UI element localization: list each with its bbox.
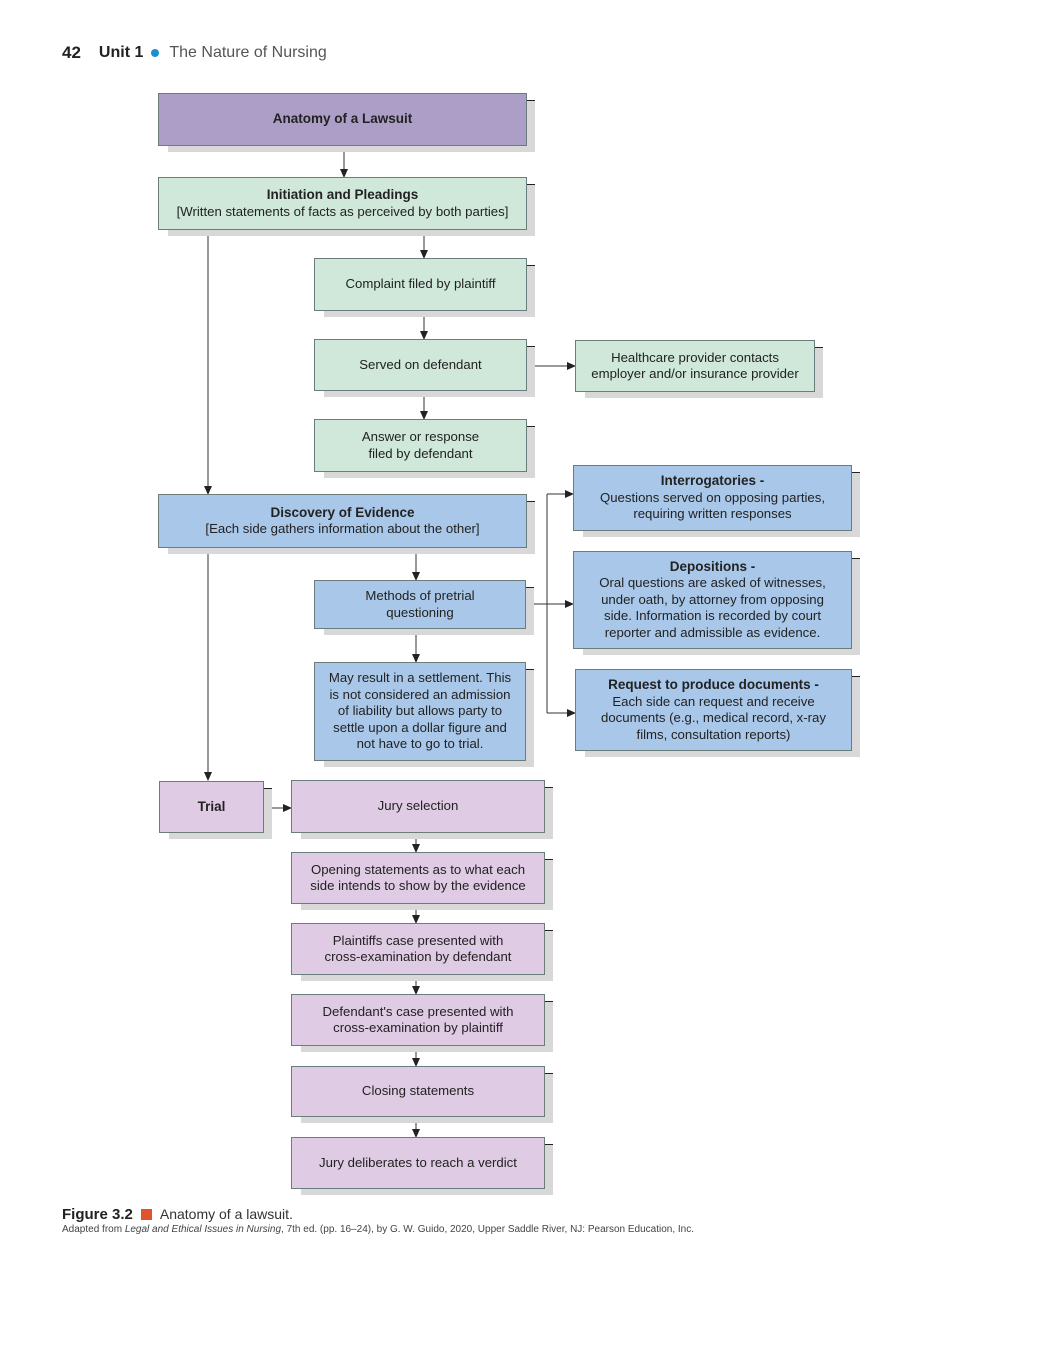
depositions-title: Depositions - xyxy=(669,558,756,574)
settlement-box: May result in a settlement. This is not … xyxy=(314,662,526,761)
verdict-text: Jury deliberates to reach a verdict xyxy=(319,1154,517,1170)
credit-book-title: Legal and Ethical Issues in Nursing xyxy=(124,1224,282,1235)
figure-caption: Figure 3.2 Anatomy of a lawsuit. xyxy=(62,1206,293,1223)
jury-selection-box: Jury selection xyxy=(291,780,545,833)
page-header: 42 Unit 1 The Nature of Nursing xyxy=(62,43,327,63)
credit-suffix: , 7th ed. (pp. 16–24), by G. W. Guido, 2… xyxy=(281,1224,695,1235)
jury-selection-text: Jury selection xyxy=(377,798,459,814)
page-number: 42 xyxy=(62,43,81,62)
answer-line-1: Answer or response xyxy=(361,429,480,444)
answer-line-2: filed by defendant xyxy=(368,445,473,461)
caption-square-icon xyxy=(140,1209,152,1220)
pleadings-subtitle: [Written statements of facts as perceive… xyxy=(176,203,509,219)
healthcare-line-1: Healthcare provider contacts xyxy=(611,349,779,365)
closing-statements-text: Closing statements xyxy=(361,1083,475,1099)
methods-box: Methods of pretrial questioning xyxy=(314,580,526,629)
documents-text: Each side can request and receive docume… xyxy=(600,693,826,742)
depositions-text: Oral questions are asked of witnesses, u… xyxy=(599,575,826,640)
discovery-box: Discovery of Evidence [Each side gathers… xyxy=(158,494,527,548)
opening-statements-text: Opening statements as to what each side … xyxy=(310,861,526,894)
interrogatories-text: Questions served on opposing parties, re… xyxy=(599,489,826,522)
documents-box: Request to produce documents - Each side… xyxy=(575,669,852,751)
complaint-text: Complaint filed by plaintiff xyxy=(345,276,496,292)
documents-title: Request to produce documents - xyxy=(608,677,819,692)
chapter-title: The Nature of Nursing xyxy=(169,44,327,61)
title-text: Anatomy of a Lawsuit xyxy=(272,111,413,127)
interrogatories-title: Interrogatories - xyxy=(660,473,765,489)
opening-statements-box: Opening statements as to what each side … xyxy=(291,852,545,904)
trial-title: Trial xyxy=(197,798,226,814)
discovery-title: Discovery of Evidence xyxy=(270,504,415,520)
methods-line-1: Methods of pretrial xyxy=(365,588,475,603)
figure-label: Figure 3.2 xyxy=(62,1206,133,1223)
credit-prefix: Adapted from xyxy=(62,1224,125,1235)
figure-caption-text: Anatomy of a lawsuit. xyxy=(159,1206,293,1222)
unit-label: Unit 1 xyxy=(98,44,144,61)
healthcare-provider-box: Healthcare provider contacts employer an… xyxy=(575,340,815,392)
served-box: Served on defendant xyxy=(314,339,527,391)
defendant-case-box: Defendant's case presented with cross-ex… xyxy=(291,994,545,1046)
discovery-subtitle: [Each side gathers information about the… xyxy=(205,521,480,536)
closing-statements-box: Closing statements xyxy=(291,1066,545,1117)
figure-credit: Adapted from Legal and Ethical Issues in… xyxy=(62,1224,694,1235)
trial-box: Trial xyxy=(159,781,264,833)
defendant-case-text: Defendant's case presented with cross-ex… xyxy=(322,1003,514,1036)
plaintiff-case-text: Plaintiffs case presented with cross-exa… xyxy=(324,932,512,965)
verdict-box: Jury deliberates to reach a verdict xyxy=(291,1137,545,1189)
title-box: Anatomy of a Lawsuit xyxy=(158,93,527,146)
bullet-dot-icon xyxy=(151,49,160,57)
pleadings-title: Initiation and Pleadings xyxy=(266,187,419,202)
depositions-box: Depositions - Oral questions are asked o… xyxy=(573,551,852,649)
pleadings-box: Initiation and Pleadings [Written statem… xyxy=(158,177,527,230)
settlement-text: May result in a settlement. This is not … xyxy=(328,670,512,752)
healthcare-line-2: employer and/or insurance provider xyxy=(591,366,799,381)
served-text: Served on defendant xyxy=(359,356,482,372)
methods-line-2: questioning xyxy=(386,604,454,620)
complaint-box: Complaint filed by plaintiff xyxy=(314,258,527,311)
interrogatories-box: Interrogatories - Questions served on op… xyxy=(573,465,852,531)
answer-box: Answer or response filed by defendant xyxy=(314,419,527,472)
plaintiff-case-box: Plaintiffs case presented with cross-exa… xyxy=(291,923,545,975)
